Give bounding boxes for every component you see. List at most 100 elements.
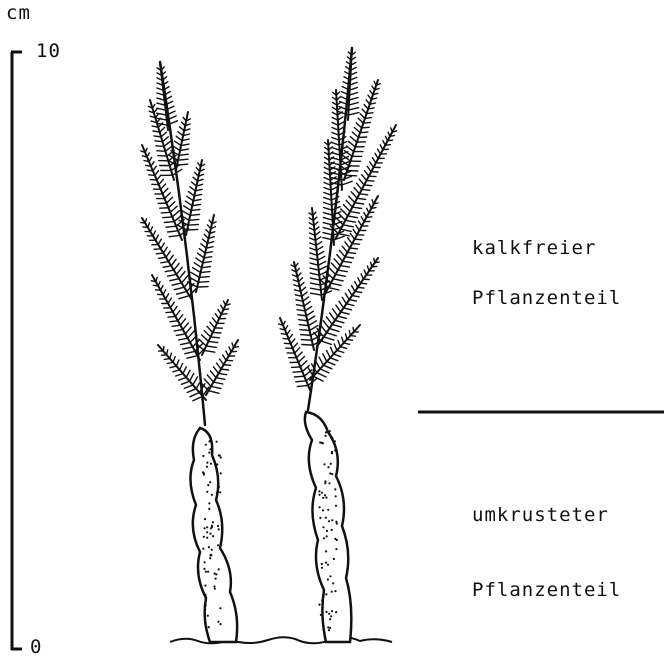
leaflet (172, 211, 179, 217)
leaflet (366, 100, 370, 104)
leaflet (190, 187, 195, 191)
leaflet (166, 197, 172, 203)
leaflet (334, 354, 341, 356)
leaflet (334, 259, 340, 266)
dot (207, 484, 209, 486)
leaflet (223, 355, 226, 360)
leaflet (221, 305, 224, 310)
leaflet (308, 321, 316, 326)
branch (280, 318, 310, 390)
leaflet (173, 306, 177, 312)
leaflet (170, 366, 176, 368)
leaflet (176, 360, 178, 366)
leaflet (193, 177, 197, 181)
dot (326, 530, 328, 532)
leaflet (356, 123, 362, 128)
leaflet (157, 151, 165, 152)
leaflet (362, 175, 367, 181)
leaflet (188, 331, 194, 338)
leaflet (216, 378, 225, 380)
leaflet (349, 103, 358, 106)
leaflet (368, 95, 371, 99)
upper-zone-label-line1: kalkfreier (472, 237, 596, 259)
leaflet (374, 258, 375, 262)
leaflet (345, 220, 355, 222)
leaflet (163, 247, 167, 253)
dot (335, 611, 337, 613)
leaflet (155, 141, 163, 142)
leaflet (340, 266, 349, 267)
dot (336, 539, 338, 541)
dot (208, 626, 210, 628)
leaflet (352, 296, 359, 297)
dot (211, 549, 213, 551)
dot (213, 585, 215, 587)
leaflet (330, 358, 338, 361)
leaflet (383, 141, 385, 146)
leaflet (177, 164, 188, 165)
leaflet (174, 263, 179, 270)
leaflet (301, 335, 311, 336)
dot (204, 518, 206, 520)
dot (325, 517, 327, 519)
leaflet (221, 369, 229, 370)
leaflet (223, 309, 228, 310)
leaflet (348, 216, 358, 218)
leaflet (294, 376, 304, 377)
leaflet (372, 86, 375, 90)
dot (327, 466, 329, 468)
leaflet (361, 274, 363, 279)
leaflet (341, 312, 349, 314)
leaflet (370, 91, 373, 95)
dot (220, 472, 222, 474)
leaflet (150, 227, 152, 232)
leaflet (311, 288, 321, 290)
leaflet (361, 217, 364, 222)
leaflet (331, 263, 338, 270)
leaflet (323, 365, 331, 369)
dot (217, 621, 219, 623)
leaflet (172, 325, 180, 326)
leaflet (173, 370, 180, 372)
ground-line (170, 637, 392, 643)
dot (218, 528, 220, 530)
leaflet (163, 188, 168, 194)
leaflet (352, 132, 358, 137)
leaflet (310, 278, 320, 280)
leaflet (300, 283, 304, 287)
leaflet (186, 370, 190, 377)
dot (214, 588, 216, 590)
leaflet (386, 136, 388, 141)
dot (216, 469, 218, 471)
leaflet (156, 235, 159, 240)
dot (325, 497, 327, 499)
leaflet (350, 248, 358, 249)
leaflet (332, 153, 340, 155)
leaflet (219, 373, 227, 374)
leaflet (170, 353, 172, 358)
dot (328, 482, 330, 484)
leaflet (349, 108, 359, 110)
leaflet (359, 194, 367, 195)
leaflet (198, 253, 204, 258)
dot (216, 463, 218, 465)
leaflet (331, 283, 341, 285)
leaflet (293, 343, 298, 348)
dot (325, 593, 327, 595)
leaflet (185, 351, 195, 353)
leaflet (327, 362, 335, 365)
dot (217, 544, 219, 546)
leaflet (155, 114, 158, 118)
dot (327, 564, 329, 566)
leaflet (324, 208, 333, 211)
leaflet (367, 266, 369, 271)
leaflet (316, 242, 322, 246)
leaflet (164, 222, 174, 223)
leaflet (348, 238, 353, 244)
leaflet (336, 274, 346, 276)
leaflet (344, 343, 350, 344)
leaflet (161, 212, 170, 213)
branch (150, 100, 174, 180)
leaflet (161, 286, 163, 291)
plant-left (141, 62, 239, 425)
